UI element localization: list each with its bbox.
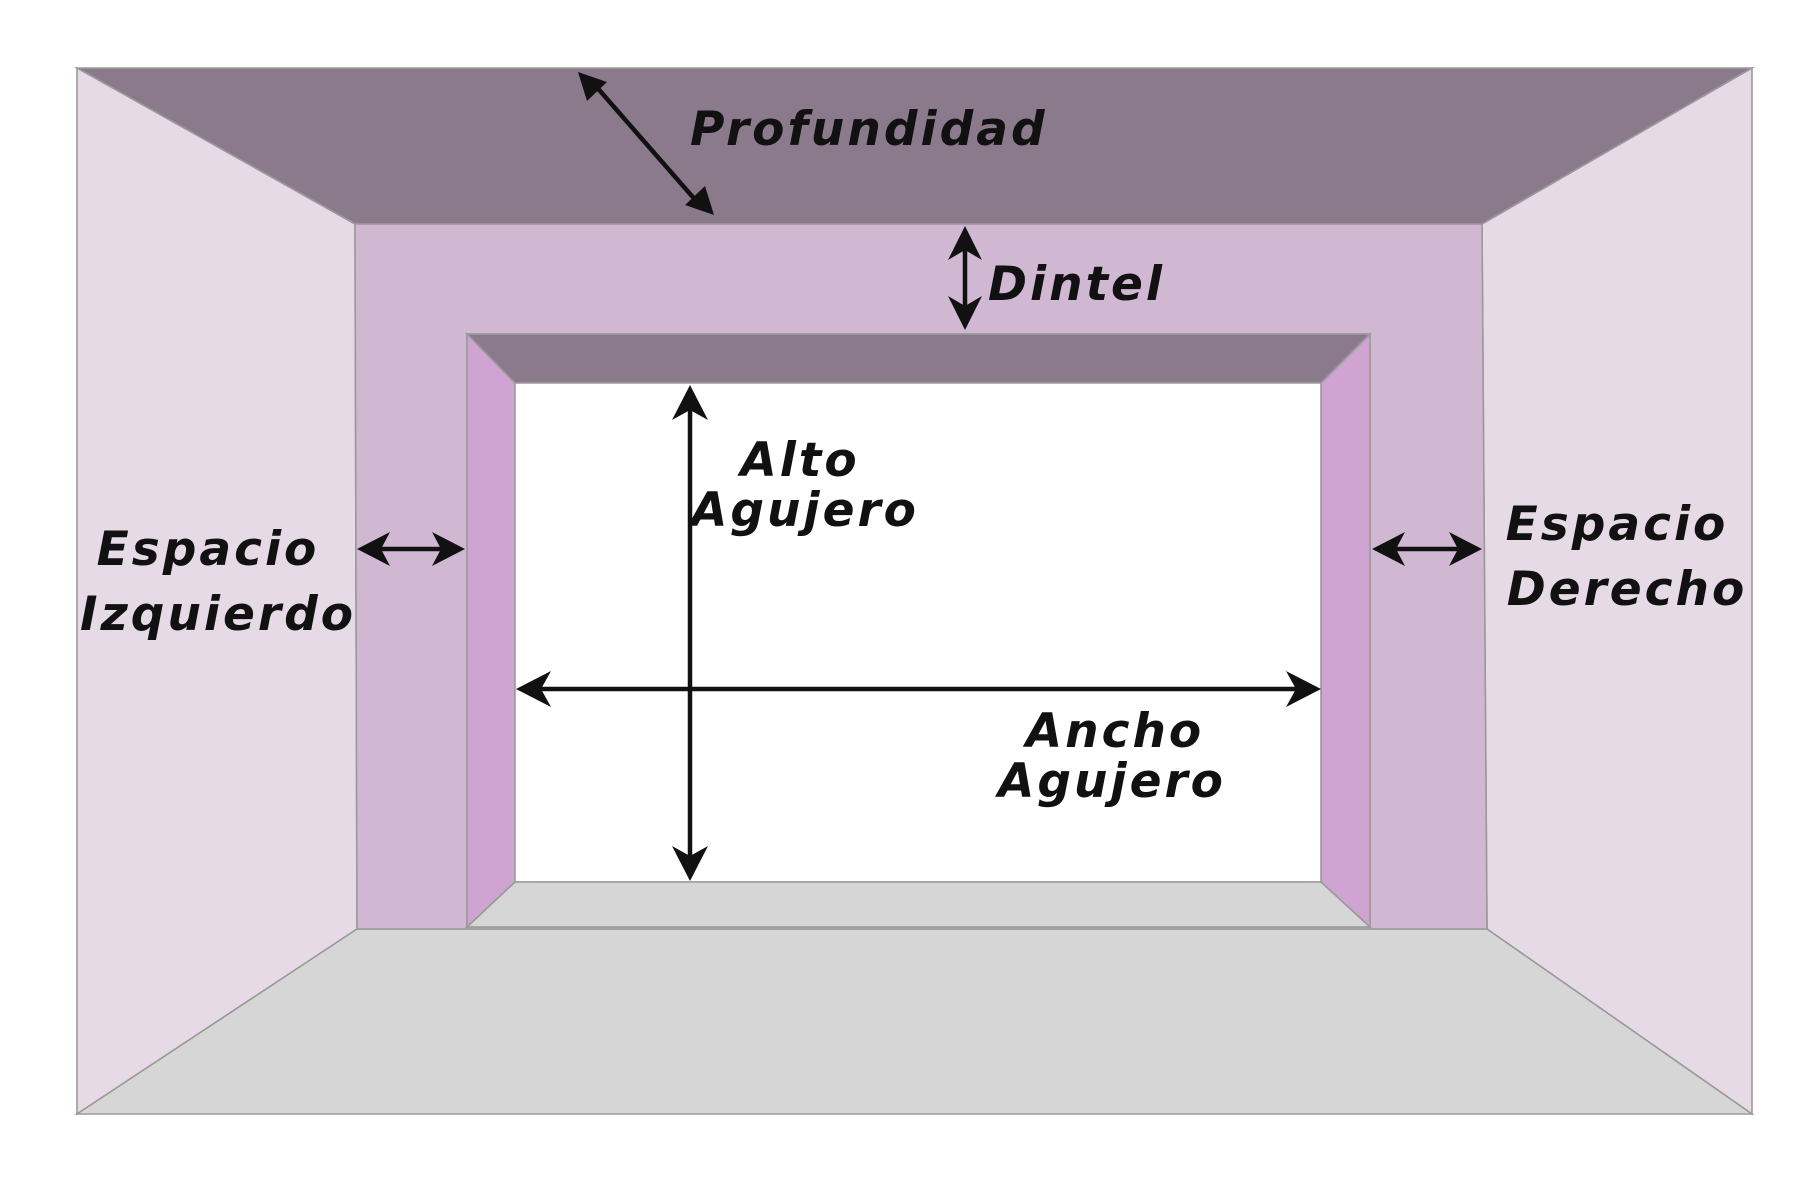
left-space-label-line2: Izquierdo: [80, 587, 356, 642]
opening-right-jamb: [1320, 332, 1371, 929]
height-label-line2: Agujero: [687, 483, 919, 538]
lintel-arrow: [948, 226, 982, 330]
depth-arrow: [578, 72, 714, 215]
right-space-label-line1: Espacio: [1506, 497, 1729, 552]
opening-floor: [464, 881, 1373, 928]
height-arrow: [672, 385, 708, 881]
width-label-line1: Ancho: [1022, 704, 1204, 759]
right-space-label-line2: Derecho: [1507, 562, 1748, 617]
depth-label: Profundidad: [690, 102, 1048, 157]
width-arrow: [516, 671, 1321, 707]
right-space-arrow: [1372, 532, 1482, 566]
left-space-arrow: [357, 532, 465, 566]
opening-top-reveal: [465, 333, 1372, 384]
opening-left-jamb: [466, 332, 516, 929]
floor-surface: [74, 928, 1755, 1115]
height-label-line1: Alto: [736, 433, 859, 488]
lintel-label: Dintel: [988, 257, 1165, 312]
width-label-line2: Agujero: [994, 754, 1226, 809]
left-space-label-line1: Espacio: [97, 522, 320, 577]
